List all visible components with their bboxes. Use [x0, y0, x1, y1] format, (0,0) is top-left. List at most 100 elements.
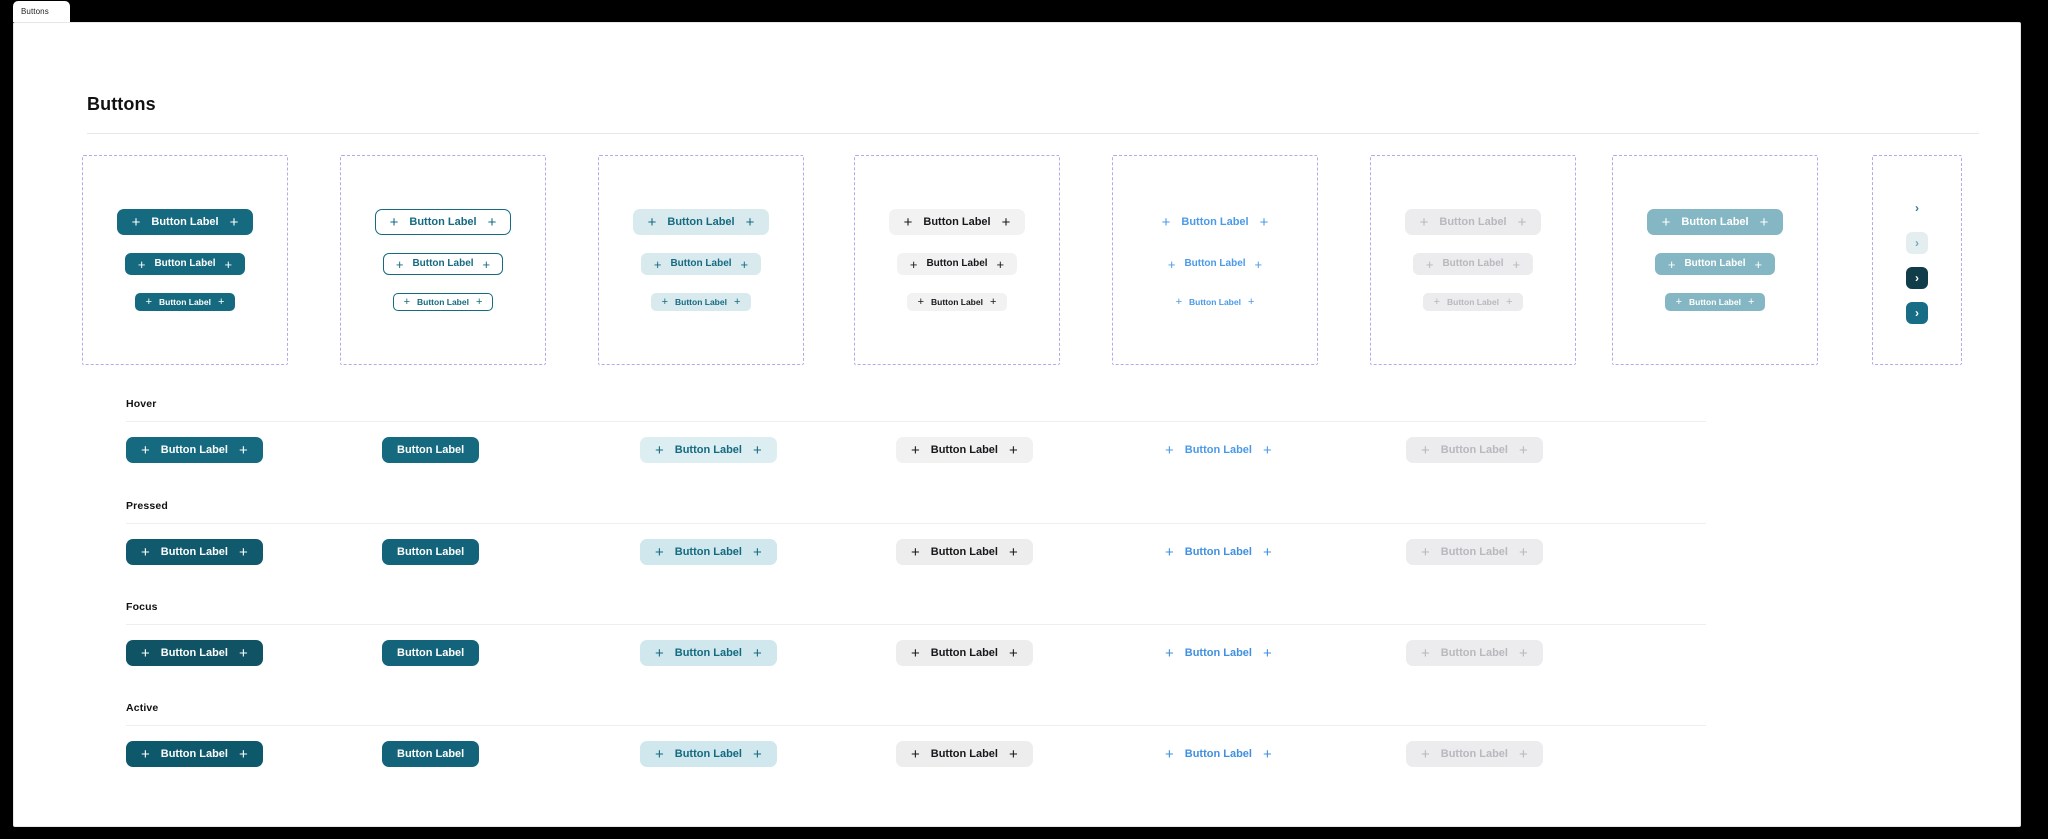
plus-icon-leading: +: [1667, 256, 1676, 272]
state-label: Focus: [126, 601, 158, 613]
button-outline[interactable]: +Button Label+: [392, 293, 494, 311]
plus-icon-leading: +: [1433, 295, 1441, 308]
spec-card-disabled: +Button Label++Button Label++Button Labe…: [1370, 155, 1576, 365]
browser-tab-strip: Buttons: [0, 0, 2048, 22]
button-muted[interactable]: +Button Label+: [1664, 293, 1766, 311]
button-label: Button Label: [160, 545, 228, 558]
chevron-right-icon-button-2[interactable]: ›: [1906, 231, 1928, 254]
plus-icon-trailing: +: [1518, 745, 1528, 763]
browser-tab[interactable]: Buttons: [13, 1, 70, 22]
button-muted[interactable]: +Button Label+: [1646, 209, 1784, 235]
plus-icon-leading: +: [1165, 644, 1174, 662]
button-link[interactable]: +Button Label+: [1147, 209, 1284, 235]
button-solidplain[interactable]: Button Label: [382, 539, 480, 565]
plus-icon-trailing: +: [745, 213, 755, 231]
chevron-right-icon-button-4[interactable]: ›: [1906, 301, 1928, 324]
spec-card-primary: +Button Label+ +Button Label+ +Button Labe…: [82, 155, 288, 365]
button-tonal[interactable]: +Button Label+: [640, 437, 777, 463]
button-link[interactable]: +Button Label+: [1150, 640, 1287, 666]
button-solidplain[interactable]: Button Label: [382, 741, 480, 767]
button-link[interactable]: +Button Label+: [1165, 293, 1266, 311]
button-primary[interactable]: +Button Label+: [126, 741, 263, 767]
button-neutral[interactable]: +Button Label+: [896, 741, 1033, 767]
state-label: Pressed: [126, 500, 168, 512]
chevron-right-icon-button-1[interactable]: ›: [1906, 197, 1928, 219]
button-outline[interactable]: +Button Label+: [382, 253, 504, 275]
button-outline[interactable]: +Button Label+: [374, 209, 512, 235]
state-button-slot: +Button Label+: [640, 437, 777, 463]
button-label: Button Label: [409, 215, 477, 228]
plus-icon-leading: +: [1421, 644, 1430, 662]
button-neutral[interactable]: +Button Label+: [896, 437, 1033, 463]
button-label: Button Label: [1447, 296, 1499, 307]
button-link[interactable]: +Button Label+: [1150, 539, 1287, 565]
button-label: Button Label: [674, 747, 742, 760]
plus-icon-leading: +: [655, 644, 664, 662]
button-solidplain[interactable]: Button Label: [382, 640, 480, 666]
button-label: Button Label: [1681, 215, 1749, 228]
button-primary[interactable]: +Button Label+: [126, 539, 263, 565]
plus-icon-trailing: +: [1001, 213, 1011, 231]
button-tonal[interactable]: +Button Label+: [640, 539, 777, 565]
state-button-slot: +Button Label+: [126, 640, 263, 666]
plus-icon-trailing: +: [1518, 543, 1528, 561]
plus-icon-leading: +: [1167, 256, 1176, 272]
plus-icon-leading: +: [1165, 543, 1174, 561]
plus-icon-trailing: +: [1759, 213, 1769, 231]
button-link[interactable]: +Button Label+: [1150, 437, 1287, 463]
button-primary[interactable]: +Button Label+: [116, 209, 254, 235]
chevron-right-icon-button-3[interactable]: ›: [1906, 266, 1928, 289]
button-link[interactable]: +Button Label+: [1155, 253, 1275, 275]
plus-icon-leading: +: [661, 295, 669, 308]
button-label: Button Label: [159, 296, 211, 307]
button-tonal[interactable]: +Button Label+: [650, 293, 752, 311]
button-label: Button Label: [160, 747, 228, 760]
button-solidplain[interactable]: Button Label: [382, 437, 480, 463]
state-divider: [126, 624, 1706, 625]
state-button-row: +Button Label+ Button Label +Button Label+…: [126, 437, 1706, 481]
plus-icon-trailing: +: [487, 213, 497, 231]
button-label: Button Label: [923, 215, 991, 228]
button-neutral[interactable]: +Button Label+: [906, 293, 1008, 311]
plus-icon-trailing: +: [752, 441, 762, 459]
button-neutral[interactable]: +Button Label+: [896, 640, 1033, 666]
plus-icon-leading: +: [647, 213, 657, 231]
state-divider: [126, 725, 1706, 726]
state-button-slot: Button Label: [382, 437, 480, 463]
state-button-slot: +Button Label+: [640, 640, 777, 666]
button-primary[interactable]: +Button Label+: [126, 437, 263, 463]
state-button-slot: Button Label: [382, 640, 480, 666]
button-tonal[interactable]: +Button Label+: [640, 640, 777, 666]
plus-icon-trailing: +: [1254, 256, 1263, 272]
button-label: Button Label: [930, 646, 998, 659]
plus-icon-trailing: +: [1262, 644, 1272, 662]
button-tonal[interactable]: +Button Label+: [640, 741, 777, 767]
chevron-right-icon: ›: [1915, 305, 1919, 320]
button-neutral[interactable]: +Button Label+: [888, 209, 1026, 235]
button-label: Button Label: [1689, 296, 1741, 307]
button-label: Button Label: [1439, 215, 1507, 228]
button-tonal[interactable]: +Button Label+: [640, 253, 762, 275]
button-link[interactable]: +Button Label+: [1150, 741, 1287, 767]
button-disabled: +Button Label+: [1406, 539, 1543, 565]
state-button-slot: +Button Label+: [126, 539, 263, 565]
button-label: Button Label: [397, 443, 465, 456]
plus-icon-leading: +: [911, 644, 920, 662]
button-neutral[interactable]: +Button Label+: [896, 253, 1018, 275]
plus-icon-leading: +: [655, 745, 664, 763]
button-label: Button Label: [930, 747, 998, 760]
state-divider: [126, 421, 1706, 422]
button-label: Button Label: [931, 296, 983, 307]
button-label: Button Label: [412, 258, 474, 269]
plus-icon-leading: +: [911, 543, 920, 561]
button-primary[interactable]: +Button Label+: [134, 293, 236, 311]
state-button-slot: +Button Label+: [1150, 539, 1287, 565]
plus-icon-leading: +: [911, 441, 920, 459]
button-primary[interactable]: +Button Label+: [126, 640, 263, 666]
button-neutral[interactable]: +Button Label+: [896, 539, 1033, 565]
button-disabled: +Button Label+: [1406, 437, 1543, 463]
button-primary[interactable]: +Button Label+: [124, 253, 246, 275]
plus-icon-trailing: +: [238, 543, 248, 561]
button-muted[interactable]: +Button Label+: [1654, 253, 1776, 275]
button-tonal[interactable]: +Button Label+: [632, 209, 770, 235]
